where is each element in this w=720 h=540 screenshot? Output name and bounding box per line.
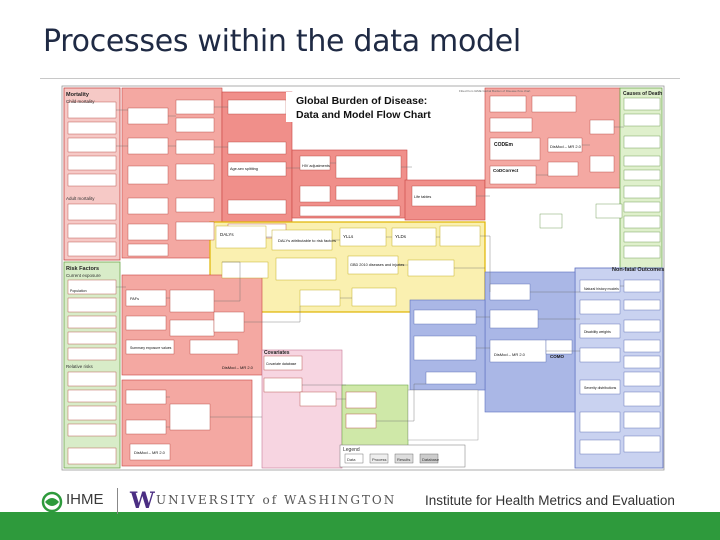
current-exposure-label: Current exposure <box>66 273 101 278</box>
logo-separator <box>117 488 118 514</box>
dismod-label-2: DisMod – MR 2.0 <box>222 365 254 370</box>
dismod-label-3: DisMod – MR 2.0 <box>494 352 526 357</box>
uw-wordmark: UNIVERSITY of WASHINGTON <box>156 493 397 507</box>
slide-title: Processes within the data model <box>43 24 521 59</box>
comorbidity-label: COMO <box>550 354 564 359</box>
nonfatal-outcomes-label: Non-fatal Outcomes <box>612 267 664 273</box>
chart-title-backdrop <box>286 92 432 122</box>
causes-node-boxes <box>489 95 615 185</box>
yld-label: YLDs <box>395 234 407 239</box>
yll-label: YLLs <box>343 234 354 239</box>
adult-mortality-label: Adult mortality <box>66 196 95 201</box>
legend-label-process: Process <box>372 457 386 462</box>
title-divider <box>40 78 680 79</box>
dismod-label-1: DisMod – MR 2.0 <box>550 144 582 149</box>
covariate-white-band <box>407 389 479 441</box>
ihme-logo-icon <box>41 491 63 513</box>
ihme-wordmark: IHME <box>66 491 104 508</box>
risk-factors-label: Risk Factors <box>66 266 99 272</box>
summary-exposure-label: Summary exposure values <box>130 346 172 350</box>
codem-label: CODEm <box>494 142 513 148</box>
mortality-section-label: Mortality <box>66 92 90 98</box>
covariate-database-label: Covariate database <box>266 362 296 366</box>
natural-history-label: Natural history models <box>584 287 619 291</box>
legend-label-results: Results <box>397 457 410 462</box>
legend-label-data: Data <box>347 457 356 462</box>
legend-title: Legend <box>343 447 360 453</box>
risk-node-boxes <box>67 279 377 465</box>
legend-swatch-results <box>394 453 414 464</box>
relative-risks-label: Relative risks <box>66 364 94 369</box>
severity-label: Severity distributions <box>584 386 617 390</box>
institute-name: Institute for Health Metrics and Evaluat… <box>425 493 675 508</box>
legend-swatch-data <box>344 453 364 464</box>
connector-lines <box>116 106 624 428</box>
dalys-attributable-label: DALYs attributable to risk factors <box>278 238 336 243</box>
nonfatal-node-boxes <box>413 279 661 455</box>
life-tables-label: Life tables <box>414 195 431 199</box>
chart-title-line1: Global Burden of Disease: <box>296 95 427 107</box>
causes-of-death-label: Causes of Death <box>623 91 662 97</box>
mortality-node-boxes <box>67 99 477 257</box>
legend-swatch-database <box>419 453 439 464</box>
child-mortality-label: Child mortality <box>66 99 95 104</box>
gbd-diseases-label: GBD 2010 diseases and injuries <box>350 263 404 267</box>
covariates-label: Covariates <box>264 350 290 356</box>
legend-swatch-process <box>369 453 389 464</box>
population-label: Population <box>70 289 87 293</box>
codcorrect-label: CoDCorrect <box>493 168 519 173</box>
age-sex-splitting-label: Age-sex splitting <box>230 167 258 171</box>
chart-title-line2: Data and Model Flow Chart <box>296 109 431 121</box>
chart-header-note: Fitted from IHME Global Burden of Diseas… <box>459 89 531 93</box>
pafs-label: PAFs <box>130 297 139 301</box>
uw-logo-icon: W <box>130 488 155 514</box>
hiv-adjustments-label: HIV adjustments <box>302 164 330 168</box>
dalys-label: DALYs <box>220 232 234 237</box>
causes-green-boxes <box>539 97 661 259</box>
center-node-boxes <box>215 225 481 307</box>
legend-label-database: Database <box>422 457 440 462</box>
footer-bar <box>0 512 720 540</box>
disability-weights-label: Disability weights <box>584 330 611 334</box>
dismod-label-4: DisMod – MR 2.0 <box>134 450 166 455</box>
